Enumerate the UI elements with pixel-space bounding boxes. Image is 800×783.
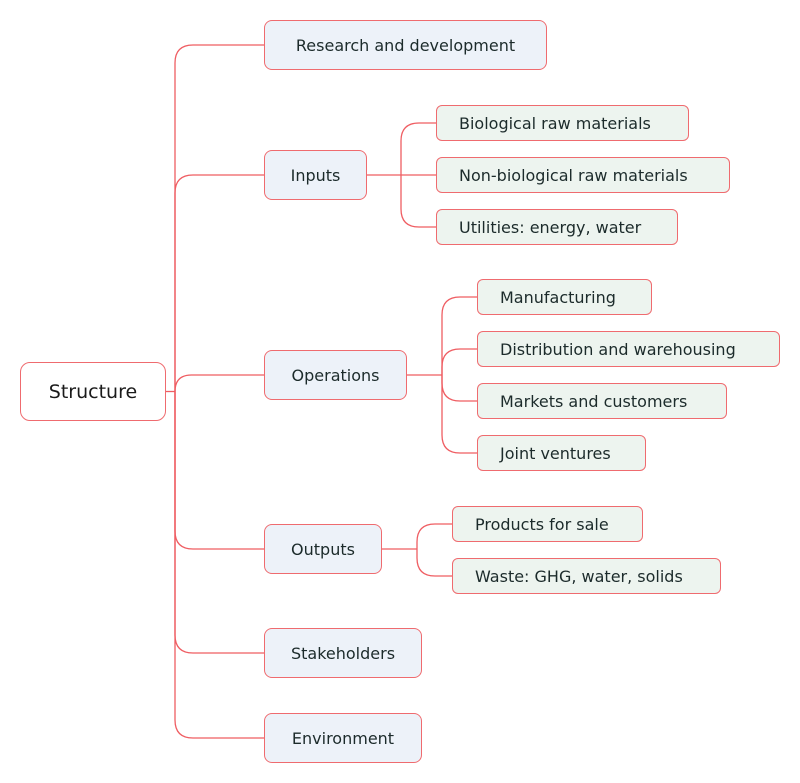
- leaf-node-waste-ghg-water-solids[interactable]: Waste: GHG, water, solids: [452, 558, 721, 594]
- branch-node-label: Outputs: [291, 539, 355, 559]
- leaf-node-label: Manufacturing: [500, 287, 616, 307]
- leaf-node-label: Non-biological raw materials: [459, 165, 688, 185]
- root-node-label: Structure: [48, 380, 138, 403]
- leaf-node-label: Biological raw materials: [459, 113, 651, 133]
- branch-node-label: Research and development: [295, 35, 516, 55]
- branch-node-stakeholders[interactable]: Stakeholders: [264, 628, 422, 678]
- branch-2-connector-3: [441, 375, 477, 454]
- root-connector-0: [174, 44, 264, 392]
- root-connector-1: [174, 174, 264, 392]
- leaf-node-distribution-and-warehousing[interactable]: Distribution and warehousing: [477, 331, 780, 367]
- leaf-node-label: Joint ventures: [500, 443, 611, 463]
- branch-node-label: Environment: [291, 728, 395, 748]
- branch-node-research-and-development[interactable]: Research and development: [264, 20, 547, 70]
- leaf-node-joint-ventures[interactable]: Joint ventures: [477, 435, 646, 471]
- root-connector-5: [174, 391, 264, 739]
- branch-node-label: Inputs: [290, 165, 341, 185]
- leaf-node-biological-raw-materials[interactable]: Biological raw materials: [436, 105, 689, 141]
- leaf-node-label: Waste: GHG, water, solids: [475, 566, 683, 586]
- branch-node-outputs[interactable]: Outputs: [264, 524, 382, 574]
- branch-1-connector-2: [400, 175, 436, 228]
- branch-2-connector-0: [441, 296, 477, 375]
- leaf-node-markets-and-customers[interactable]: Markets and customers: [477, 383, 727, 419]
- branch-3-connector-1: [416, 549, 452, 577]
- branch-1-connector-0: [400, 122, 436, 175]
- branch-node-inputs[interactable]: Inputs: [264, 150, 367, 200]
- root-connector-2: [174, 374, 264, 392]
- branch-node-environment[interactable]: Environment: [264, 713, 422, 763]
- leaf-node-label: Utilities: energy, water: [459, 217, 642, 237]
- branch-2-connector-2: [441, 375, 477, 402]
- leaf-node-non-biological-raw-materials[interactable]: Non-biological raw materials: [436, 157, 730, 193]
- root-connector-3: [174, 391, 264, 550]
- leaf-node-manufacturing[interactable]: Manufacturing: [477, 279, 652, 315]
- leaf-node-label: Markets and customers: [500, 391, 688, 411]
- branch-2-connector-1: [441, 348, 477, 375]
- branch-3-connector-0: [416, 523, 452, 549]
- branch-node-label: Stakeholders: [290, 643, 396, 663]
- leaf-node-utilities-energy-water[interactable]: Utilities: energy, water: [436, 209, 678, 245]
- leaf-node-label: Distribution and warehousing: [500, 339, 736, 359]
- leaf-node-label: Products for sale: [475, 514, 609, 534]
- root-connector-4: [174, 391, 264, 654]
- branch-node-label: Operations: [291, 365, 380, 385]
- root-node-structure[interactable]: Structure: [20, 362, 166, 421]
- leaf-node-products-for-sale[interactable]: Products for sale: [452, 506, 643, 542]
- branch-node-operations[interactable]: Operations: [264, 350, 407, 400]
